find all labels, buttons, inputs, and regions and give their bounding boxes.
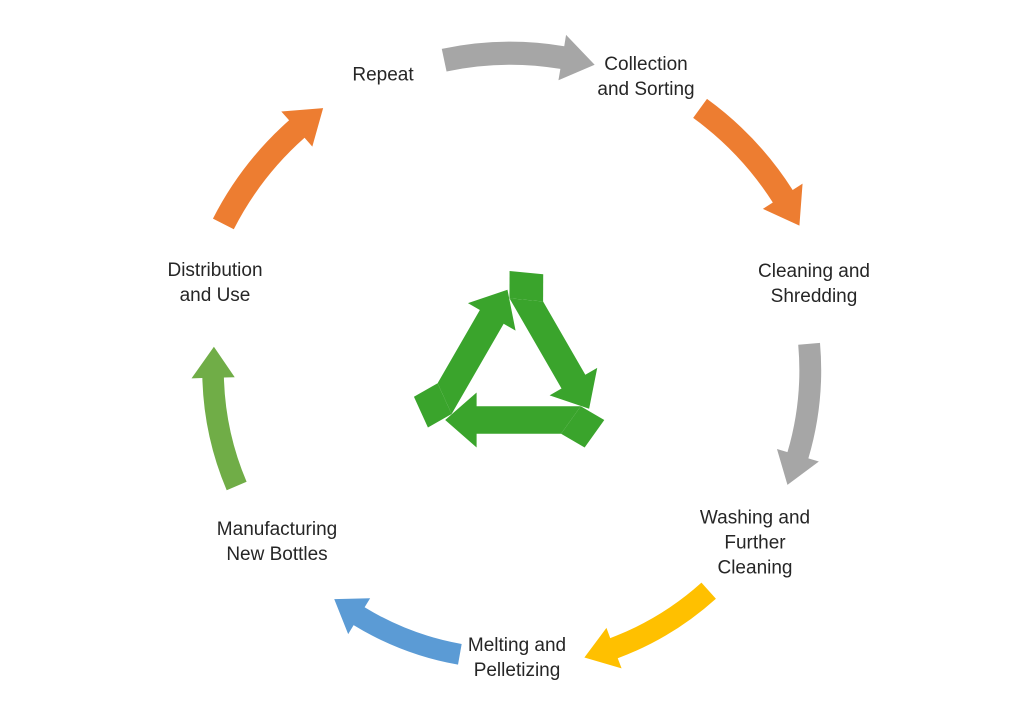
step-label-distribution-and-use: Distribution and Use — [167, 259, 263, 306]
step-label-cleaning-and-shredding: Cleaning and Shredding — [758, 260, 870, 307]
recycling-icon — [404, 257, 613, 448]
step-label-repeat: Repeat — [352, 64, 414, 86]
arrow-cleaning-to-washing — [772, 339, 836, 489]
arrow-repeat-to-collection — [441, 32, 596, 81]
recycling-symbol-arrows — [404, 257, 613, 448]
arrow-collection-to-cleaning — [684, 88, 823, 237]
step-label-melting-and-pelletizing: Melting and Pelletizing — [467, 634, 567, 681]
step-label-washing-and-further-cleaning: Washing and Further Cleaning — [699, 507, 811, 579]
arrow-washing-to-melting — [577, 574, 724, 682]
step-label-manufacturing-new-bottles: Manufacturing New Bottles — [216, 518, 338, 565]
arrow-distribution-to-repeat — [200, 88, 336, 238]
step-label-collection-and-sorting: Collection and Sorting — [597, 53, 695, 100]
arrow-manufacturing-to-distribution — [186, 344, 254, 493]
arrow-melting-to-manufacturing — [323, 585, 469, 679]
